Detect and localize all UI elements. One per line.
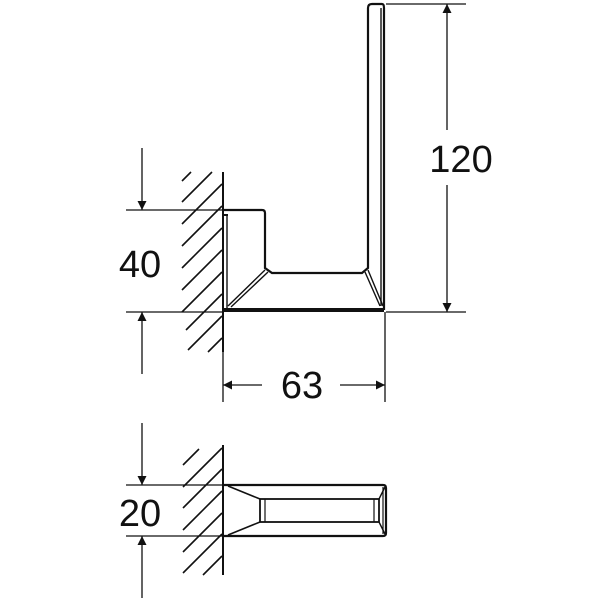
- side-view: [126, 2, 466, 402]
- dimension-depth-63: [222, 312, 386, 402]
- label-depth: 63: [281, 365, 323, 407]
- wall-hatch-top: [182, 445, 224, 576]
- top-view: [126, 423, 388, 598]
- holder-side-profile: [224, 2, 386, 312]
- label-width: 20: [119, 493, 161, 535]
- dimension-mount-40: [126, 148, 224, 374]
- label-height: 120: [429, 139, 492, 181]
- holder-top-profile: [224, 483, 388, 538]
- label-mount-height: 40: [119, 244, 161, 286]
- dimension-width-20: [126, 423, 224, 598]
- wall-hatch: [181, 171, 224, 353]
- dimension-height-120: [386, 3, 466, 313]
